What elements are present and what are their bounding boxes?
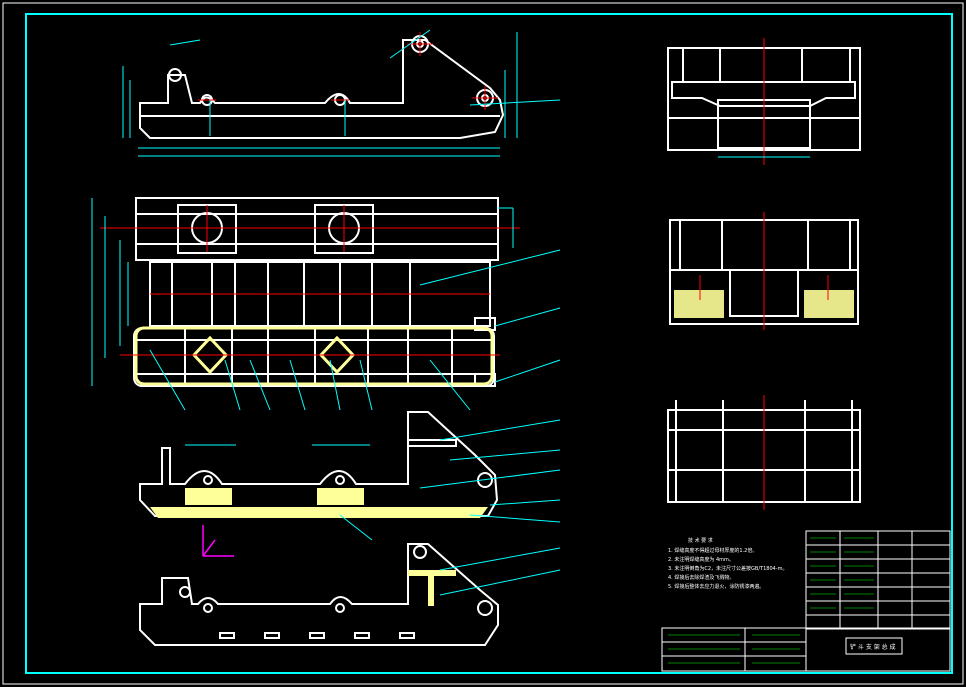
side-view-bottom bbox=[139, 543, 499, 646]
note-item-2: 2. 未注明焊缝高度为 4mm。 bbox=[668, 556, 734, 563]
plan-view-dimensions bbox=[91, 198, 561, 411]
note-item-3: 3. 未注明倒角为C2，未注尺寸公差按GB/T1804-m。 bbox=[668, 565, 787, 572]
section-view-middle-dimensions bbox=[185, 419, 561, 541]
coordinate-axis-marker bbox=[202, 525, 234, 557]
plan-view-hatch bbox=[134, 326, 494, 386]
table-text-hatching bbox=[668, 537, 874, 664]
side-view-bottom-dimensions bbox=[439, 547, 561, 596]
inner-frame bbox=[25, 13, 953, 674]
plan-view bbox=[133, 197, 499, 387]
notes-heading: 技 术 要 求 bbox=[688, 537, 713, 544]
end-view-middle-centerlines bbox=[699, 212, 829, 330]
end-view-middle-hatch bbox=[674, 290, 854, 318]
side-view-top-dimensions bbox=[122, 29, 561, 157]
side-view-bottom-detail bbox=[408, 570, 456, 606]
section-view-middle bbox=[139, 411, 499, 517]
plan-view-centerlines bbox=[100, 205, 520, 356]
note-item-5: 5. 焊接后整体去应力退火，涂防锈漆两遍。 bbox=[668, 583, 764, 590]
side-view-top-centerlines bbox=[198, 32, 498, 110]
section-view-middle-hatch bbox=[150, 488, 488, 518]
drawing-title: 铲 斗 支 架 总 成 bbox=[850, 643, 896, 651]
revision-table bbox=[661, 530, 951, 672]
note-item-1: 1. 焊缝高度不得超过母材厚度的1.2倍。 bbox=[668, 547, 757, 554]
note-item-4: 4. 焊接后去除焊渣及飞溅物。 bbox=[668, 574, 734, 581]
side-view-top bbox=[139, 35, 505, 139]
